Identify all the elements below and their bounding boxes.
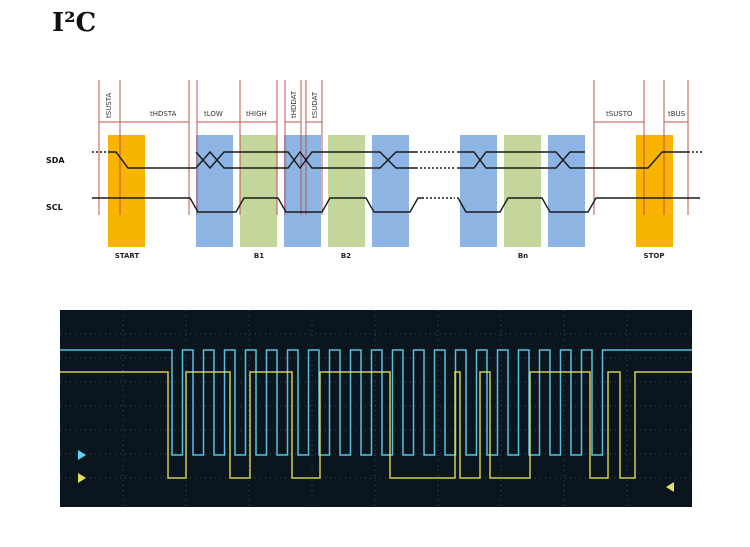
t-sudat-label: tSUDAT xyxy=(311,91,319,118)
t-hddat-label: tHDDAT xyxy=(290,90,298,118)
channel-1-marker-icon xyxy=(78,450,86,460)
data-setup-box-2 xyxy=(284,135,321,247)
stop-box xyxy=(636,135,673,247)
data-setup-box-1 xyxy=(196,135,233,247)
scl-waveform xyxy=(92,197,700,213)
b2-label: B2 xyxy=(341,252,351,260)
clock-high-box-3 xyxy=(504,135,541,247)
start-label: START xyxy=(115,252,140,260)
trigger-level-marker-icon xyxy=(666,482,674,492)
bn-label: Bn xyxy=(518,252,528,260)
oscilloscope-display xyxy=(60,310,692,507)
sda-label: SDA xyxy=(46,156,65,165)
data-setup-box-3 xyxy=(372,135,409,247)
scope-scl-trace xyxy=(60,371,692,479)
clock-high-box-2 xyxy=(328,135,365,247)
b1-label: B1 xyxy=(254,252,264,260)
clock-high-box-1 xyxy=(240,135,277,247)
t-bus-label: tBUS xyxy=(668,110,686,118)
i2c-timing-diagram: tSUSTA tHDSTA tLOW tHIGH tHDDAT tSUDAT t… xyxy=(46,80,702,260)
t-susta-label: tSUSTA xyxy=(105,93,113,118)
stop-label: STOP xyxy=(644,252,665,260)
start-box xyxy=(108,135,145,247)
channel-2-marker-icon xyxy=(78,473,86,483)
t-low-label: tLOW xyxy=(204,110,223,118)
scope-sda-trace xyxy=(60,349,692,456)
data-setup-box-5 xyxy=(548,135,585,247)
oscilloscope-capture xyxy=(60,310,692,507)
page-title: I²C xyxy=(52,8,97,38)
t-susto-label: tSUSTO xyxy=(606,110,633,118)
t-hdsta-label: tHDSTA xyxy=(150,110,177,118)
sda-waveform xyxy=(92,150,702,170)
scl-label: SCL xyxy=(46,203,63,212)
data-setup-box-4 xyxy=(460,135,497,247)
t-high-label: tHIGH xyxy=(246,110,267,118)
timing-marker-lines xyxy=(98,80,689,215)
